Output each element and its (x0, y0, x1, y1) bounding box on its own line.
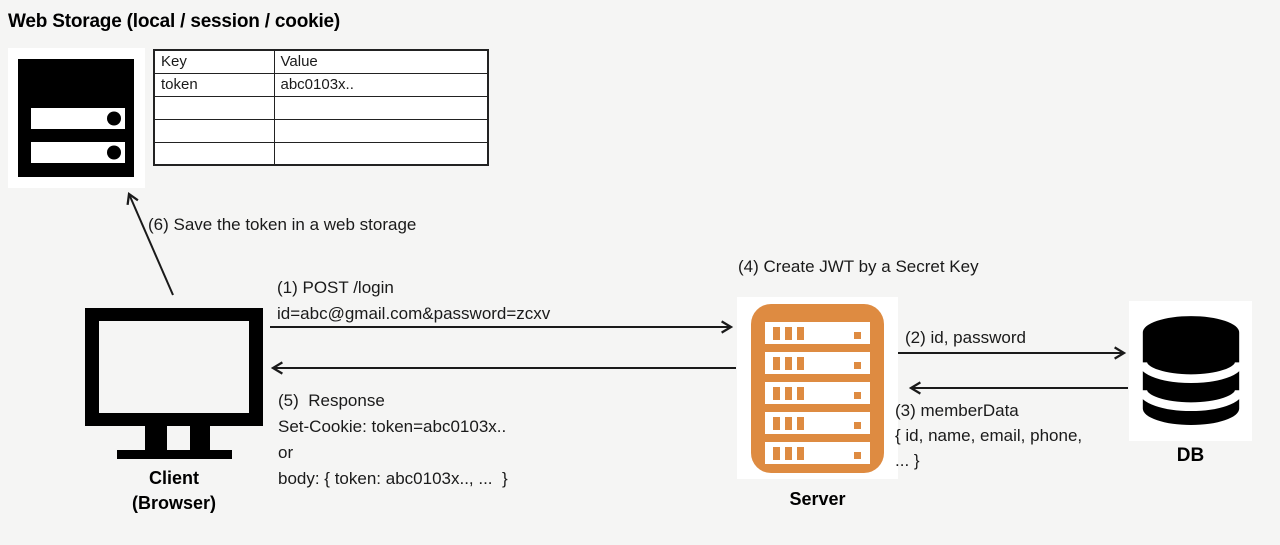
step3-annotation: (3) memberData { id, name, email, phone,… (895, 398, 1082, 473)
client-node (85, 308, 263, 464)
table-row (153, 95, 489, 120)
step3-line1: (3) memberData (895, 401, 1019, 420)
cell-value: abc0103x.. (273, 72, 489, 97)
server-icon (751, 303, 884, 473)
cell-value (273, 118, 489, 143)
table-row (153, 141, 489, 166)
step5-annotation: (5) Response Set-Cookie: token=abc0103x.… (278, 388, 508, 492)
web-storage-title: Web Storage (local / session / cookie) (8, 11, 341, 32)
step3-line3: ... } (895, 451, 920, 470)
table-row (153, 118, 489, 143)
db-node (1129, 301, 1252, 441)
step1-line1: (1) POST /login (277, 278, 394, 297)
table-header-row: Key Value (153, 49, 489, 74)
cell-key: token (153, 72, 275, 97)
step5-line2: Set-Cookie: token=abc0103x.. (278, 417, 507, 436)
web-storage-node (8, 48, 145, 188)
server-label: Server (789, 489, 846, 509)
arrow-step6-client-to-storage (126, 191, 174, 296)
table-row: token abc0103x.. (153, 72, 489, 97)
col-header-key: Key (153, 49, 275, 74)
cell-value (273, 95, 489, 120)
client-label: Client (Browser) (85, 466, 263, 516)
cell-key (153, 95, 275, 120)
cell-value (273, 141, 489, 166)
cell-key (153, 118, 275, 143)
step5-line3: or (278, 443, 294, 462)
col-header-value: Value (273, 49, 489, 74)
server-node (737, 297, 898, 479)
step5-line1: (5) Response (278, 391, 385, 410)
cell-key (153, 141, 275, 166)
step1-annotation: (1) POST /login id=abc@gmail.com&passwor… (277, 275, 550, 327)
step6-annotation: (6) Save the token in a web storage (148, 215, 417, 234)
step2-annotation: (2) id, password (905, 328, 1026, 347)
client-monitor-icon (85, 308, 263, 459)
database-icon (1137, 316, 1244, 425)
step1-line2: id=abc@gmail.com&password=zcxv (277, 304, 551, 323)
step4-annotation: (4) Create JWT by a Secret Key (738, 257, 979, 276)
step5-line4: body: { token: abc0103x.., ... } (278, 469, 508, 488)
step3-line2: { id, name, email, phone, (895, 426, 1083, 445)
web-storage-icon (18, 58, 134, 177)
storage-table: Key Value token abc0103x.. (153, 49, 489, 166)
client-label-main: Client (148, 468, 199, 488)
client-label-sub: (Browser) (131, 493, 216, 513)
db-label: DB (1176, 445, 1205, 466)
